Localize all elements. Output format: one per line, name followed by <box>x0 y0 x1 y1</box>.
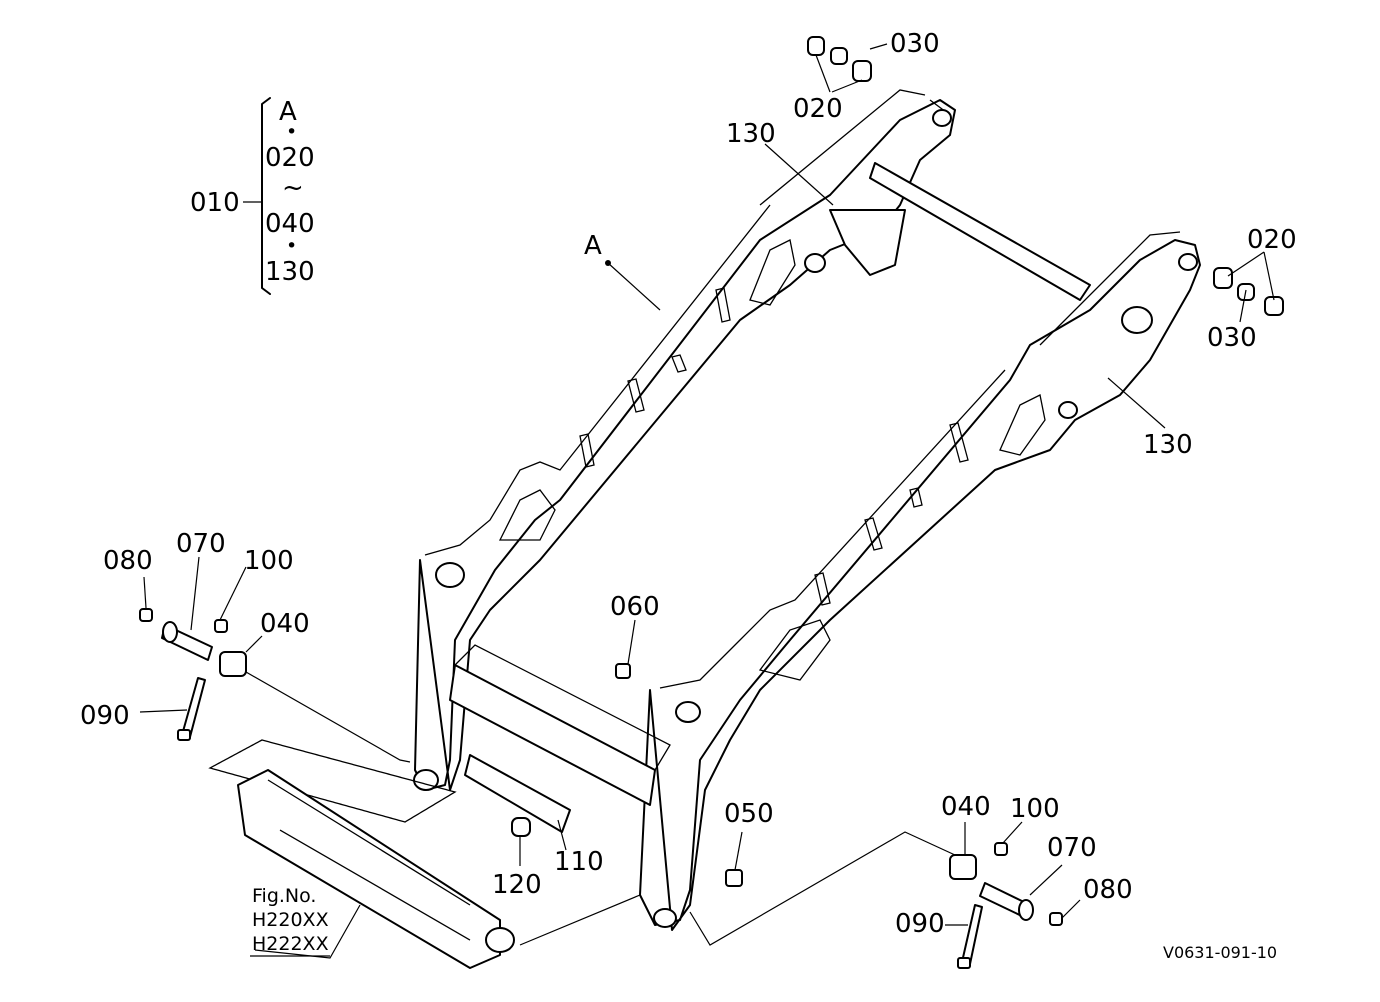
callout-070-right: 070 <box>1047 833 1097 863</box>
left-boom-arm <box>414 99 956 791</box>
bolt-left <box>181 677 206 738</box>
group-tilde: ~ <box>282 173 304 203</box>
left-boom-cutout <box>498 489 556 541</box>
bushing-right <box>949 854 977 880</box>
grease-nipple-left <box>139 608 153 622</box>
callout-080-left: 080 <box>103 546 153 576</box>
nut-left <box>214 619 228 633</box>
figure-ref-title: Fig.No. <box>252 885 316 907</box>
group-item-020: 020 <box>265 143 315 173</box>
mount-reference <box>208 739 515 969</box>
callout-040-left: 040 <box>260 609 310 639</box>
right-boom-cutout <box>758 619 831 681</box>
left-boom-upper-cutout <box>749 239 796 306</box>
group-bracket <box>261 97 271 295</box>
callout-090-right: 090 <box>895 909 945 939</box>
left-boom-lower-pivot <box>413 769 439 791</box>
bushing-left <box>219 651 247 677</box>
drawing-code: V0631-091-10 <box>1163 943 1277 962</box>
right-boom-cylinder-boss <box>1121 306 1153 334</box>
left-cylinder-bracket <box>829 209 906 276</box>
assembly-group: 010 A • 020 ~ 040 • 130 <box>190 97 315 295</box>
callout-070-left: 070 <box>176 529 226 559</box>
callout-130-right: 130 <box>1143 430 1193 460</box>
lower-cross-member <box>449 664 656 806</box>
cap-120 <box>511 817 531 837</box>
callout-080-right: 080 <box>1083 875 1133 905</box>
right-boom-pivot <box>675 701 701 723</box>
callout-020-right: 020 <box>1247 225 1297 255</box>
bushing-right-3 <box>1264 296 1284 316</box>
grease-nipple-right <box>1049 912 1063 926</box>
nut-right <box>994 842 1008 856</box>
callout-130-top: 130 <box>726 119 776 149</box>
bracket-110 <box>464 754 571 833</box>
group-item-040: 040 <box>265 209 315 239</box>
callout-a: A <box>584 231 602 261</box>
callout-050: 050 <box>724 799 774 829</box>
upper-cross-tube <box>869 162 1091 301</box>
bushing-top-3 <box>852 60 872 82</box>
callout-030-top: 030 <box>890 29 940 59</box>
group-dot-1: • <box>286 121 297 143</box>
group-item-130: 130 <box>265 257 315 287</box>
right-boom-upper-cutout <box>999 394 1046 456</box>
callout-060: 060 <box>610 592 660 622</box>
callout-020-top: 020 <box>793 94 843 124</box>
group-dot-2: • <box>286 235 297 257</box>
callout-090-left: 090 <box>80 701 130 731</box>
mount-bracket-phantom <box>237 769 501 969</box>
hose-clips <box>579 287 969 606</box>
callout-120: 120 <box>492 870 542 900</box>
figure-reference: Fig.No. H220XX H222XX <box>250 885 330 957</box>
right-boom-lower-pivot <box>653 908 677 928</box>
bushing-top-2 <box>830 47 848 65</box>
bolt-060 <box>615 663 631 679</box>
group-item-a: A <box>279 97 297 127</box>
left-boom-pivot <box>435 562 465 588</box>
callout-110: 110 <box>554 847 604 877</box>
callout-030-right: 030 <box>1207 323 1257 353</box>
loader-frame <box>413 89 1201 931</box>
bushing-right-1 <box>1213 267 1233 289</box>
callout-100-right: 100 <box>1010 794 1060 824</box>
figure-ref-number-2: H222XX <box>252 933 329 955</box>
bushing-top-1 <box>807 36 825 56</box>
callout-040-right: 040 <box>941 792 991 822</box>
bolt-050 <box>725 869 743 887</box>
group-parent-label: 010 <box>190 188 240 218</box>
callout-100-left: 100 <box>244 546 294 576</box>
figure-ref-number-1: H220XX <box>252 909 329 931</box>
leader-lines <box>139 43 1275 959</box>
callouts: 030 020 130 A 020 030 130 080 070 100 04… <box>80 29 1297 939</box>
exploded-parts <box>139 36 1284 969</box>
bolt-right <box>961 904 983 965</box>
